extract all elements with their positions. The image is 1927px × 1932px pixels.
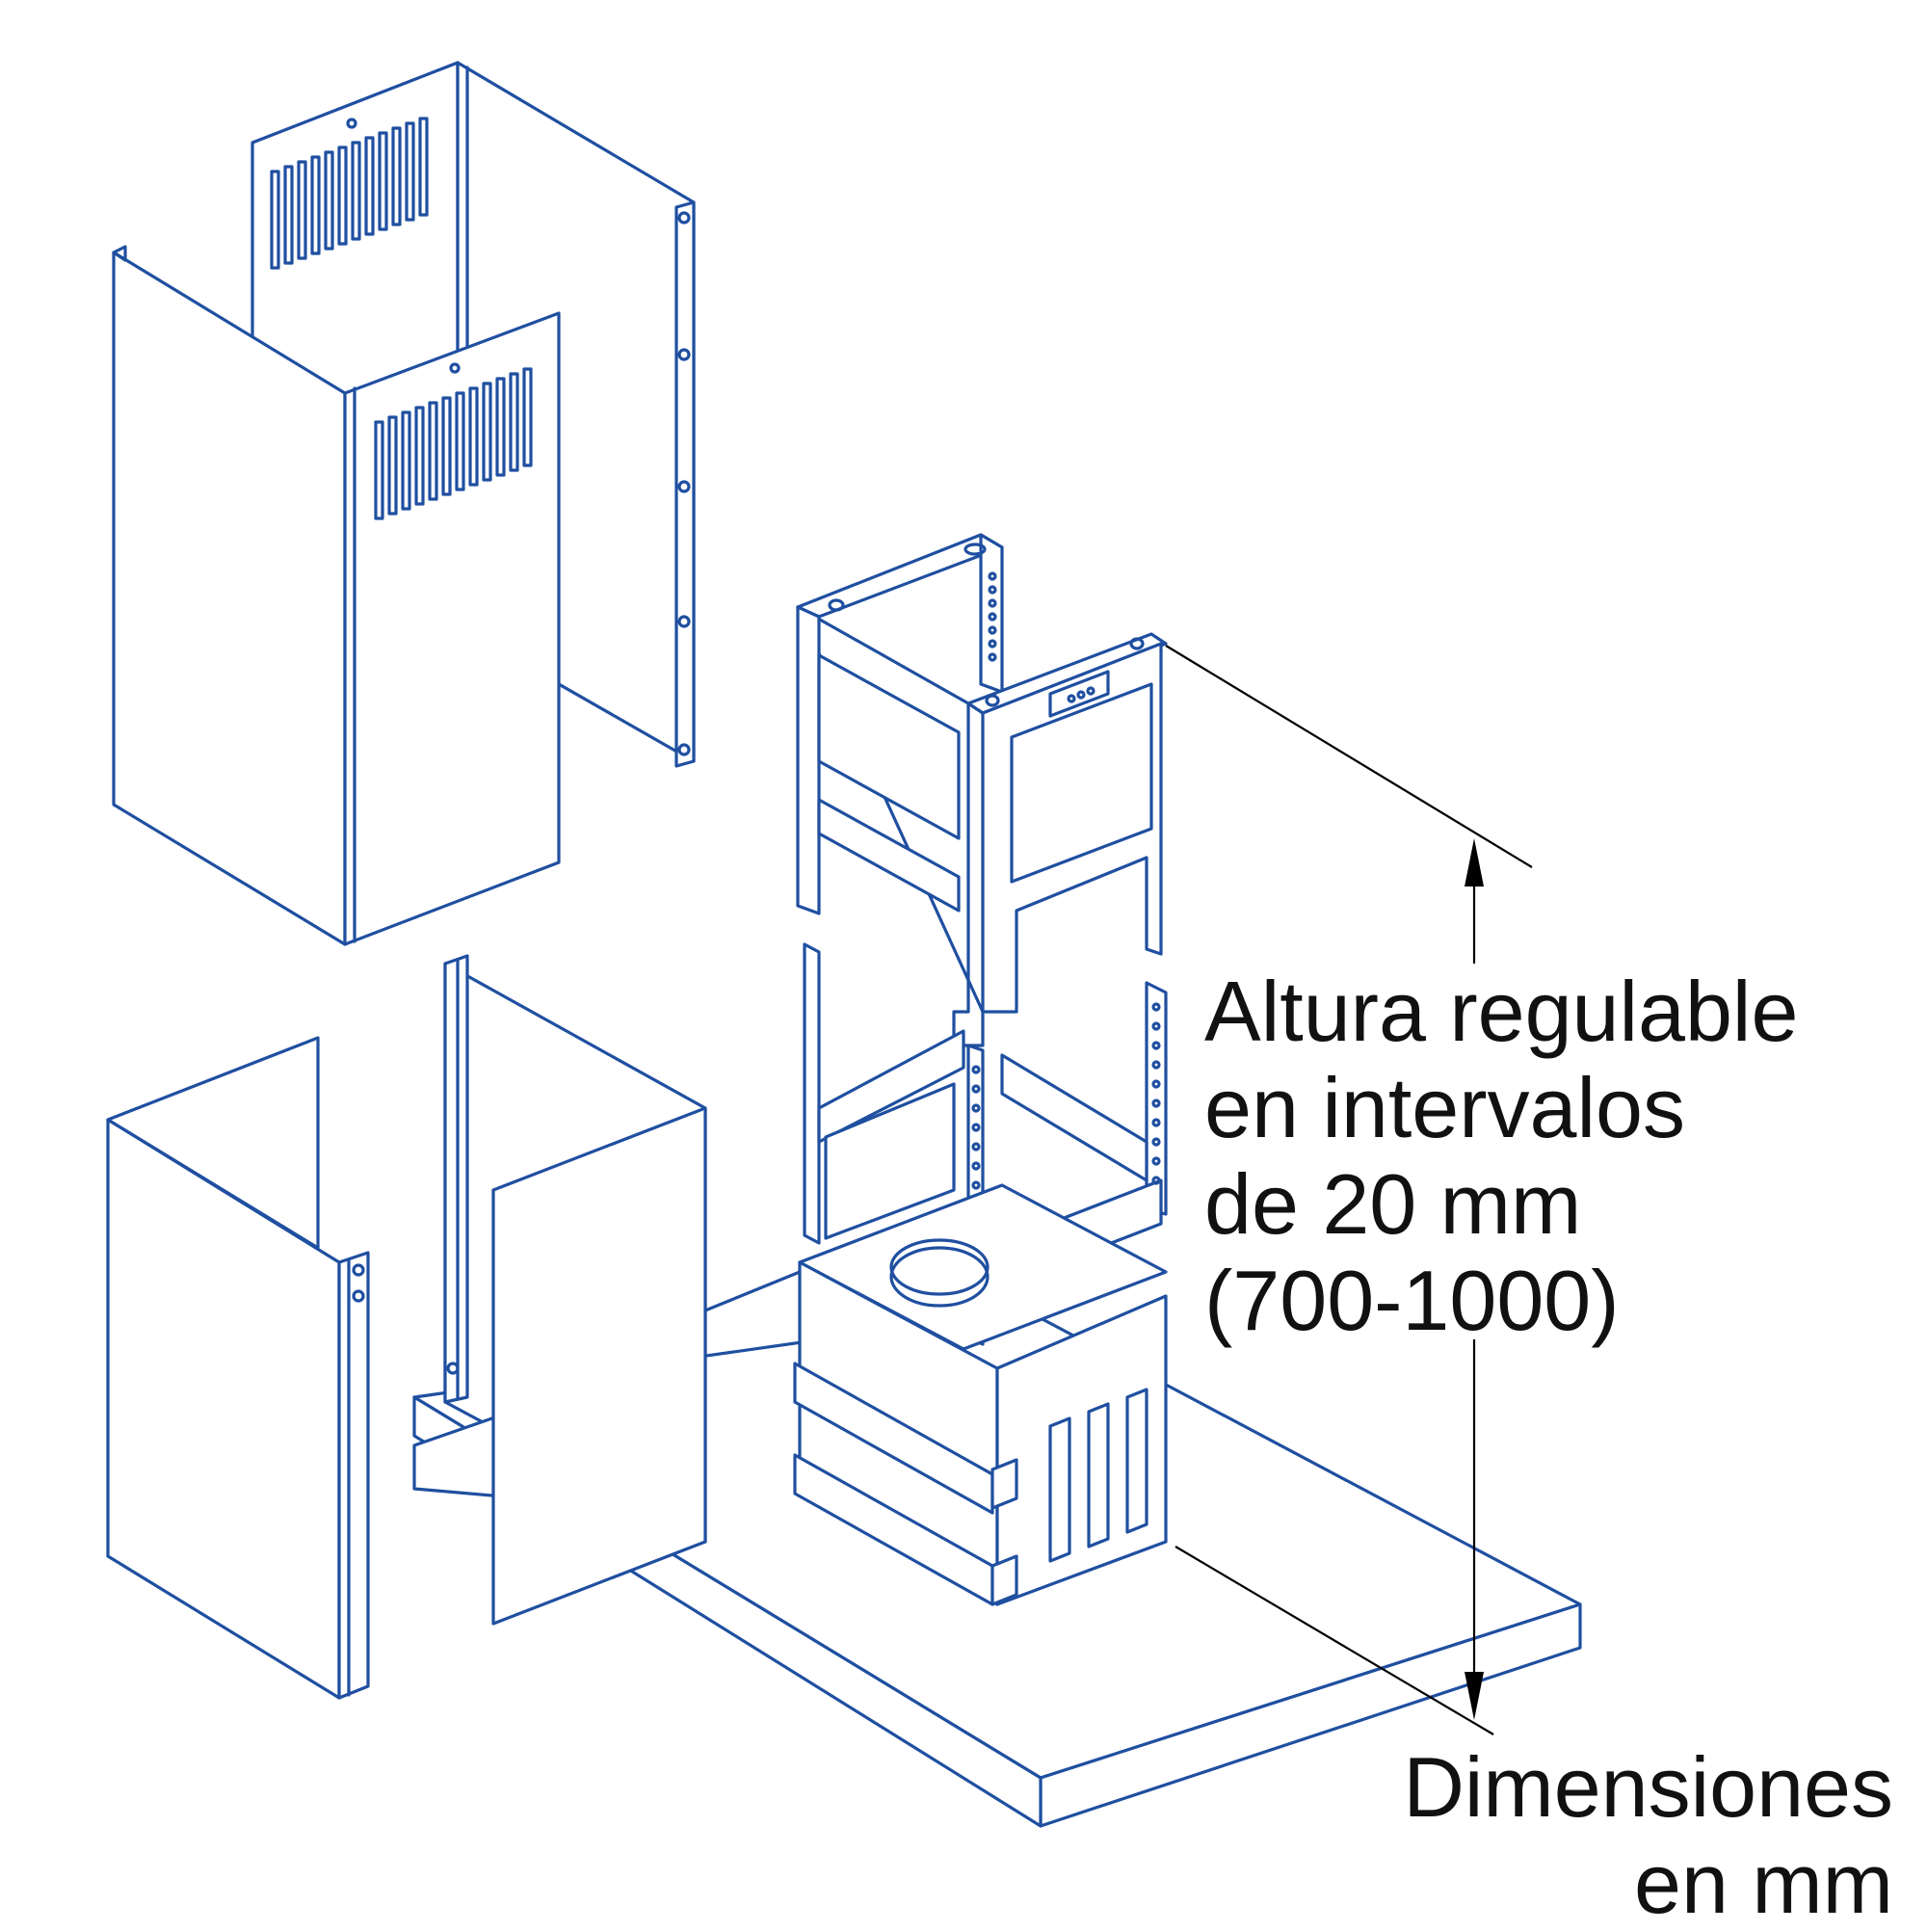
adjustable-height-line-3: de 20 mm xyxy=(1204,1156,1582,1252)
adjustable-height-line-4: (700-1000) xyxy=(1204,1253,1620,1348)
dimension-arrow-down-icon xyxy=(1465,1672,1484,1720)
units-note-line-2: en mm xyxy=(1634,1836,1893,1931)
upper-rear-screw-flange xyxy=(674,200,696,768)
upper-chimney-front-panel xyxy=(112,245,561,946)
adjustable-height-label: Altura regulable en intervalos de 20 mm … xyxy=(1204,964,1798,1349)
units-note-line-1: Dimensiones xyxy=(1403,1739,1893,1835)
lower-chimney-right-panel xyxy=(412,954,802,1626)
motor-housing-vent-slots xyxy=(1048,1388,1148,1563)
motor-housing xyxy=(793,1183,1168,1606)
upper-frame-adjust-holes xyxy=(988,571,997,662)
support-frame-upper xyxy=(796,533,1168,1047)
adjustable-height-line-2: en intervalos xyxy=(1204,1060,1685,1155)
units-note: Dimensiones en mm xyxy=(1403,1739,1893,1932)
dimension-arrow-up-icon xyxy=(1465,838,1484,887)
upper-front-vent-slots xyxy=(374,367,533,520)
lower-frame-adjust-holes-right xyxy=(1151,1002,1161,1185)
height-dimension xyxy=(1165,645,1533,1735)
lower-chimney-left-panel xyxy=(106,1036,370,1700)
adjustable-height-line-1: Altura regulable xyxy=(1204,964,1799,1059)
upper-rear-vent-slots xyxy=(270,117,429,270)
